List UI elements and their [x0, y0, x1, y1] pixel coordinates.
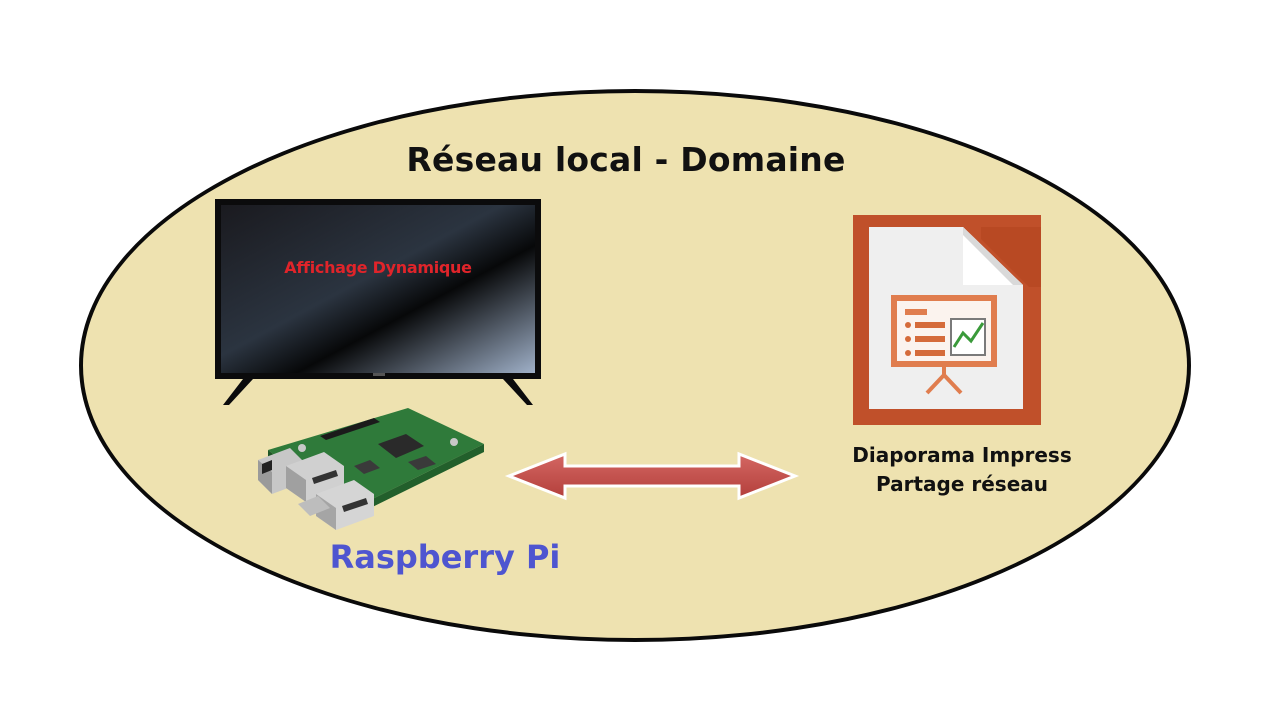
share-subtitle: Partage réseau [875, 472, 1048, 496]
share-title: Diaporama Impress [852, 443, 1072, 467]
diagram-title: Réseau local - Domaine [406, 140, 846, 179]
libreoffice-impress-icon [853, 215, 1041, 425]
bidirectional-arrow-icon [504, 451, 800, 501]
tv-icon [215, 199, 541, 405]
display-screen-label: Affichage Dynamique [284, 258, 472, 277]
raspberry-pi-label: Raspberry Pi [329, 538, 561, 576]
network-share-label: Diaporama Impress Partage réseau [820, 441, 1104, 499]
raspberry-pi-board-icon [258, 408, 484, 530]
